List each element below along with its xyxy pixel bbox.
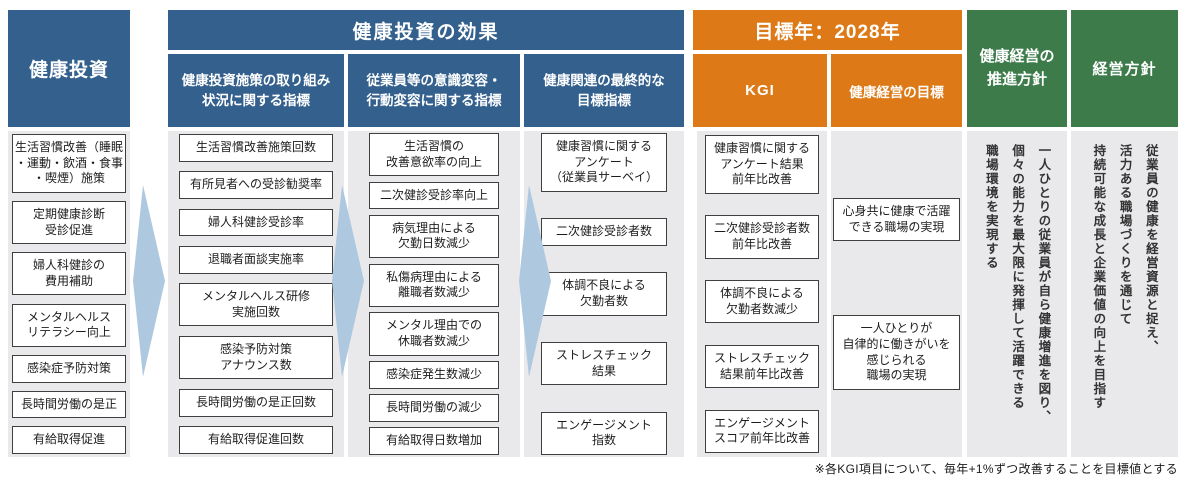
behavior-indicator-item: 生活習慣の 改善意欲率の向上 <box>369 133 499 177</box>
header-kgi: KGI <box>693 54 827 127</box>
investment-item: メンタルヘルス リテラシー向上 <box>12 303 126 347</box>
panel-health-management-goal: 心身共に健康で活躍 できる職場の実現一人ひとりが 自律的に働きがいを 感じられる… <box>831 131 962 457</box>
promotion-policy-text: 一人ひとりの従業員が自ら健康増進を図り、 個々の能力を最大限に発揮して活躍できる… <box>983 144 1051 424</box>
management-policy-text: 従業員の健康を経営資源と捉え、 活力ある職場づくりを通じて 持続可能な成長と企業… <box>1091 144 1158 410</box>
header-behavior-indicators: 従業員等の意識変容・ 行動変容に関する指標 <box>348 54 520 127</box>
behavior-indicator-item: 二次健診受診率向上 <box>369 181 499 210</box>
final-indicator-item: 二次健診受診者数 <box>541 218 667 246</box>
initiative-indicator-item: メンタルヘルス研修 実施回数 <box>179 283 333 327</box>
kgi-item: 体調不良による 欠勤者数減少 <box>705 280 819 324</box>
investment-item: 有給取得促進 <box>12 426 126 454</box>
final-indicator-item: エンゲージメント 指数 <box>541 411 667 455</box>
header-health-investment: 健康投資 <box>8 10 130 127</box>
kgi-item: 健康習慣に関する アンケート結果 前年比改善 <box>705 135 819 194</box>
investment-item: 長時間労働の是正 <box>12 390 126 419</box>
kgi-item: エンゲージメント スコア前年比改善 <box>705 409 819 453</box>
header-investment-effect: 健康投資の効果 <box>168 10 684 50</box>
panel-health-investment: 生活習慣改善（睡眠 ・運動・飲酒・食事 ・喫煙）施策定期健康診断 受診促進婦人科… <box>8 131 130 457</box>
behavior-indicator-item: 病気理由による 欠勤日数減少 <box>369 214 499 259</box>
initiative-indicator-item: 有給取得促進回数 <box>179 426 333 454</box>
panel-promotion-policy: 一人ひとりの従業員が自ら健康増進を図り、 個々の能力を最大限に発揮して活躍できる… <box>967 131 1067 457</box>
header-target-year: 目標年：2028年 <box>693 10 962 50</box>
flow-arrow-icon <box>519 185 551 377</box>
initiative-indicator-item: 婦人科健診受診率 <box>179 208 333 237</box>
initiative-indicator-item: 退職者面談実施率 <box>179 245 333 274</box>
investment-item: 定期健康診断 受診促進 <box>12 200 126 245</box>
panel-behavior-indicators: 生活習慣の 改善意欲率の向上二次健診受診率向上病気理由による 欠勤日数減少私傷病… <box>348 131 520 457</box>
behavior-indicator-item: 長時間労働の減少 <box>369 394 499 422</box>
behavior-indicator-item: メンタル理由での 休職者数減少 <box>369 312 499 356</box>
kgi-item: ストレスチェック 結果前年比改善 <box>705 344 819 389</box>
panel-final-indicators: 健康習慣に関する アンケート （従業員サーベイ） 二次健診受診者数体調不良による … <box>524 131 684 457</box>
initiative-indicator-item: 長時間労働の是正回数 <box>179 389 333 417</box>
investment-item: 生活習慣改善（睡眠 ・運動・飲酒・食事 ・喫煙）施策 <box>12 134 126 193</box>
header-initiative-indicators: 健康投資施策の取り組み 状況に関する指標 <box>168 54 344 127</box>
flow-arrow-icon <box>133 185 165 377</box>
flow-arrow-icon <box>332 185 364 377</box>
behavior-indicator-item: 私傷病理由による 離職者数減少 <box>369 263 499 307</box>
header-management-policy: 経営方針 <box>1071 10 1178 127</box>
goal-item: 心身共に健康で活躍 できる職場の実現 <box>833 198 960 242</box>
panel-initiative-indicators: 生活習慣改善施策回数有所見者への受診勧奨率婦人科健診受診率退職者面談実施率メンタ… <box>168 131 344 457</box>
investment-item: 感染症予防対策 <box>12 354 126 383</box>
investment-item: 婦人科健診の 費用補助 <box>12 252 126 296</box>
kgi-item: 二次健診受診者数 前年比改善 <box>705 215 819 259</box>
panel-management-policy: 従業員の健康を経営資源と捉え、 活力ある職場づくりを通じて 持続可能な成長と企業… <box>1071 131 1178 457</box>
kgi-footnote: ※各KGI項目について、毎年+1%ずつ改善することを目標値とする <box>814 462 1178 476</box>
behavior-indicator-item: 有給取得日数増加 <box>369 427 499 455</box>
initiative-indicator-item: 感染予防対策 アナウンス数 <box>179 336 333 380</box>
final-indicator-item: 体調不良による 欠勤者数 <box>541 272 667 316</box>
header-health-management-goal: 健康経営の目標 <box>831 54 962 127</box>
goal-item: 一人ひとりが 自律的に働きがいを 感じられる 職場の実現 <box>833 315 960 390</box>
initiative-indicator-item: 有所見者への受診勧奨率 <box>179 171 333 199</box>
header-final-indicators: 健康関連の最終的な 目標指標 <box>524 54 684 127</box>
panel-kgi: 健康習慣に関する アンケート結果 前年比改善二次健診受診者数 前年比改善体調不良… <box>697 131 827 457</box>
behavior-indicator-item: 感染症発生数減少 <box>369 361 499 389</box>
initiative-indicator-item: 生活習慣改善施策回数 <box>179 134 333 162</box>
final-indicator-item: ストレスチェック 結果 <box>541 342 667 386</box>
final-indicator-item: 健康習慣に関する アンケート （従業員サーベイ） <box>541 133 667 192</box>
header-promotion-policy: 健康経営の 推進方針 <box>967 10 1067 127</box>
